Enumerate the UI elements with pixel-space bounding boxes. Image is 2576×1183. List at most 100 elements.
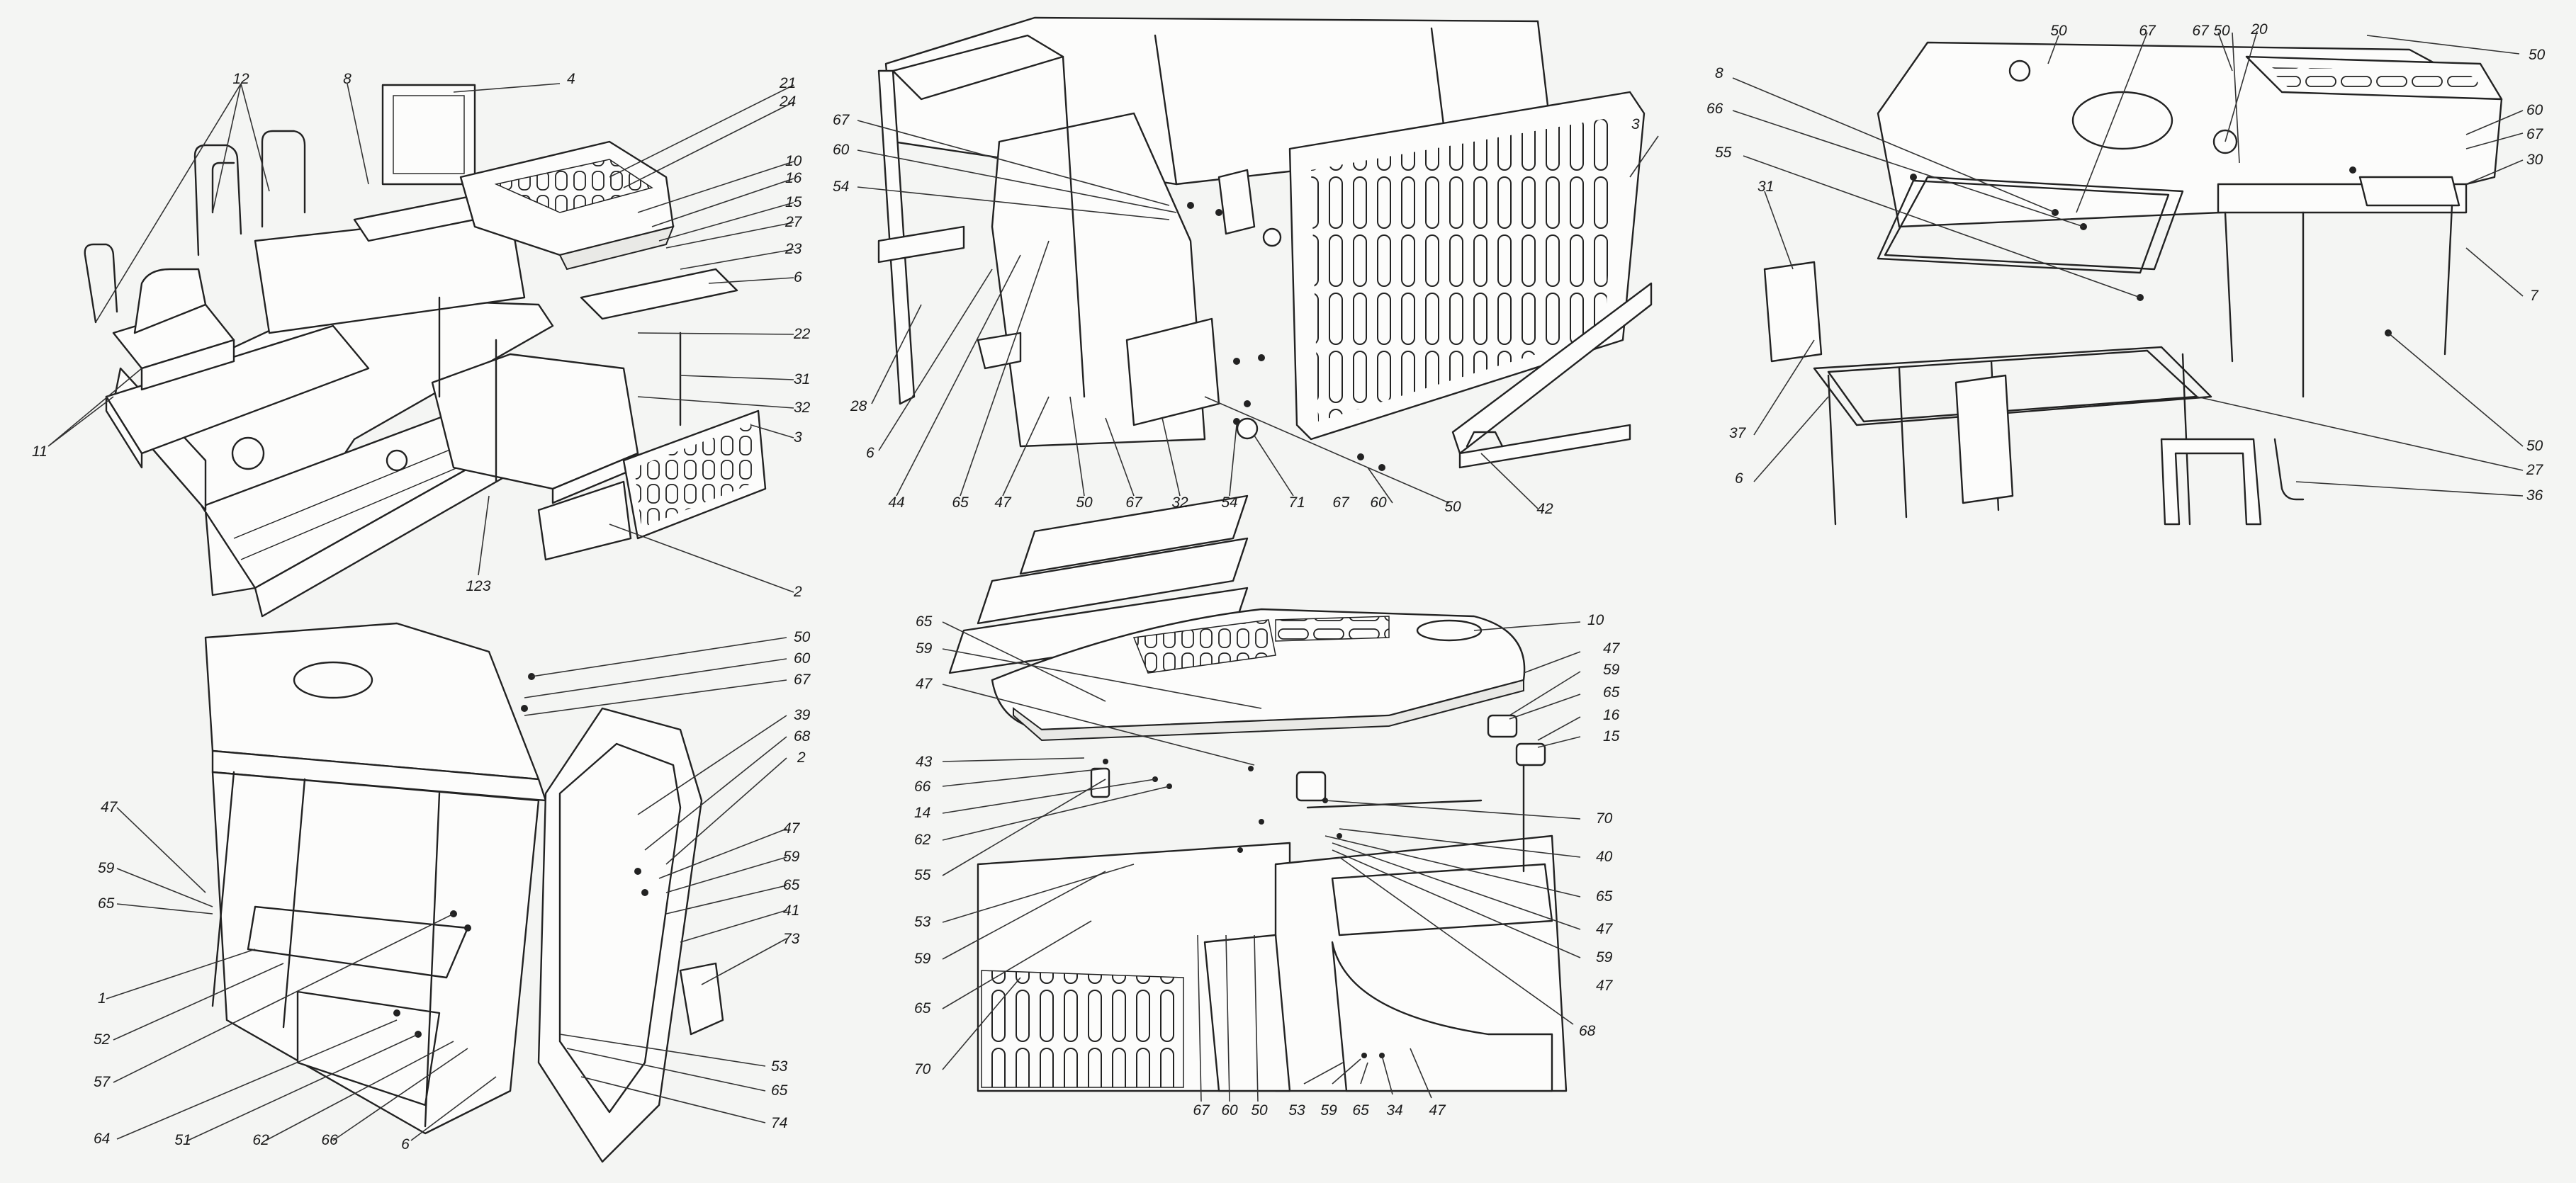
callout-47b: 47: [783, 820, 801, 837]
callout-53b: 53: [914, 914, 931, 930]
callout-10: 10: [785, 153, 802, 169]
callout-43: 43: [916, 754, 933, 770]
callout-67e: 67: [2192, 23, 2210, 39]
callout-50b: 50: [1444, 499, 1461, 515]
callout-53a: 53: [771, 1058, 788, 1075]
callout-65a: 65: [952, 494, 969, 511]
callout-60b: 60: [1370, 494, 1387, 511]
view-hood-mount: [977, 608, 1568, 1092]
callout-36: 36: [2526, 487, 2543, 504]
callout-67h: 67: [1193, 1102, 1210, 1119]
callout-67f: 67: [2526, 126, 2544, 142]
callout-66b: 66: [321, 1132, 338, 1148]
callout-70b: 70: [1596, 810, 1613, 827]
callout-2b: 2: [797, 749, 806, 766]
callout-11: 11: [32, 443, 47, 460]
callout-16b: 16: [1603, 707, 1620, 723]
callout-30: 30: [2526, 152, 2543, 168]
callout-21: 21: [779, 75, 796, 91]
callout-32b: 32: [1171, 494, 1188, 511]
view-hinged-side: [204, 622, 724, 1163]
callout-66: 66: [1706, 101, 1723, 117]
callout-6c: 6: [1735, 470, 1743, 487]
callout-65d: 65: [98, 895, 115, 912]
callout-34: 34: [1386, 1102, 1402, 1119]
callout-50g: 50: [794, 629, 811, 645]
callout-numbers: 12 8 4 21 24 10 16 15 27 23 6 22 31 32 3…: [32, 21, 2546, 1153]
callout-3: 3: [794, 429, 802, 446]
callout-74: 74: [771, 1115, 787, 1131]
callout-68a: 68: [794, 728, 811, 745]
callout-67g: 67: [794, 672, 811, 688]
callout-57: 57: [94, 1074, 111, 1090]
callout-6b: 6: [866, 445, 874, 461]
callout-50c: 50: [2050, 23, 2067, 39]
callout-59e: 59: [1320, 1102, 1337, 1119]
callout-62a: 62: [252, 1132, 269, 1148]
callout-65f: 65: [914, 1000, 931, 1017]
callout-60a: 60: [833, 142, 850, 158]
callout-39: 39: [794, 707, 811, 723]
callout-59d: 59: [914, 951, 931, 967]
callout-51: 51: [174, 1132, 191, 1148]
callout-44: 44: [888, 494, 904, 511]
callout-54b: 54: [1221, 494, 1237, 511]
callout-70a: 70: [914, 1061, 931, 1077]
callout-65g: 65: [1352, 1102, 1369, 1119]
callout-12: 12: [232, 71, 249, 87]
callout-60e: 60: [1221, 1102, 1238, 1119]
callout-1: 1: [98, 990, 106, 1007]
callout-8b: 8: [1715, 65, 1723, 81]
callout-60c: 60: [2526, 102, 2543, 118]
callout-50f: 50: [2526, 438, 2543, 454]
callout-64: 64: [94, 1131, 110, 1147]
callout-66c: 66: [914, 779, 931, 795]
callout-27b: 27: [2526, 462, 2544, 478]
callout-60d: 60: [794, 650, 811, 667]
callout-2: 2: [793, 584, 802, 600]
callout-20: 20: [2250, 21, 2268, 38]
leader-lines: [47, 30, 2524, 1141]
callout-47h: 47: [1596, 978, 1614, 994]
callout-65h: 65: [1603, 684, 1620, 701]
callout-6: 6: [794, 269, 802, 285]
callout-31b: 31: [1757, 179, 1774, 195]
callout-10b: 10: [1587, 612, 1604, 628]
callout-65c: 65: [771, 1082, 788, 1099]
callout-15b: 15: [1603, 728, 1620, 745]
callout-59b: 59: [98, 860, 115, 876]
callout-67d: 67: [2139, 23, 2156, 39]
callout-14: 14: [914, 805, 930, 821]
callout-32: 32: [794, 400, 811, 416]
callout-15: 15: [785, 194, 802, 210]
callout-65b: 65: [783, 877, 800, 893]
callout-28: 28: [850, 398, 867, 414]
callout-53c: 53: [1288, 1102, 1305, 1119]
callout-65i: 65: [1596, 888, 1613, 905]
view-overview: [84, 84, 767, 618]
callout-6d: 6: [401, 1136, 410, 1153]
callout-47e: 47: [1429, 1102, 1446, 1119]
callout-54a: 54: [833, 179, 849, 195]
callout-41: 41: [783, 902, 799, 919]
callout-23: 23: [784, 241, 802, 257]
callout-50e: 50: [2529, 47, 2546, 63]
view-frame: [1763, 41, 2503, 526]
callout-3b: 3: [1631, 116, 1640, 132]
callout-59c: 59: [916, 640, 933, 657]
callout-31: 31: [794, 371, 810, 387]
callout-47f: 47: [1603, 640, 1621, 657]
callout-16: 16: [785, 170, 802, 186]
callout-24: 24: [779, 94, 796, 110]
callout-47c: 47: [101, 799, 118, 815]
callout-50a: 50: [1076, 494, 1093, 511]
callout-71: 71: [1288, 494, 1305, 511]
callout-27: 27: [784, 214, 803, 230]
callout-47a: 47: [994, 494, 1012, 511]
callout-67b: 67: [1125, 494, 1143, 511]
callout-7: 7: [2530, 288, 2539, 304]
callout-67c: 67: [1332, 494, 1350, 511]
door-panel-4: [381, 84, 476, 186]
callout-42: 42: [1536, 501, 1553, 517]
